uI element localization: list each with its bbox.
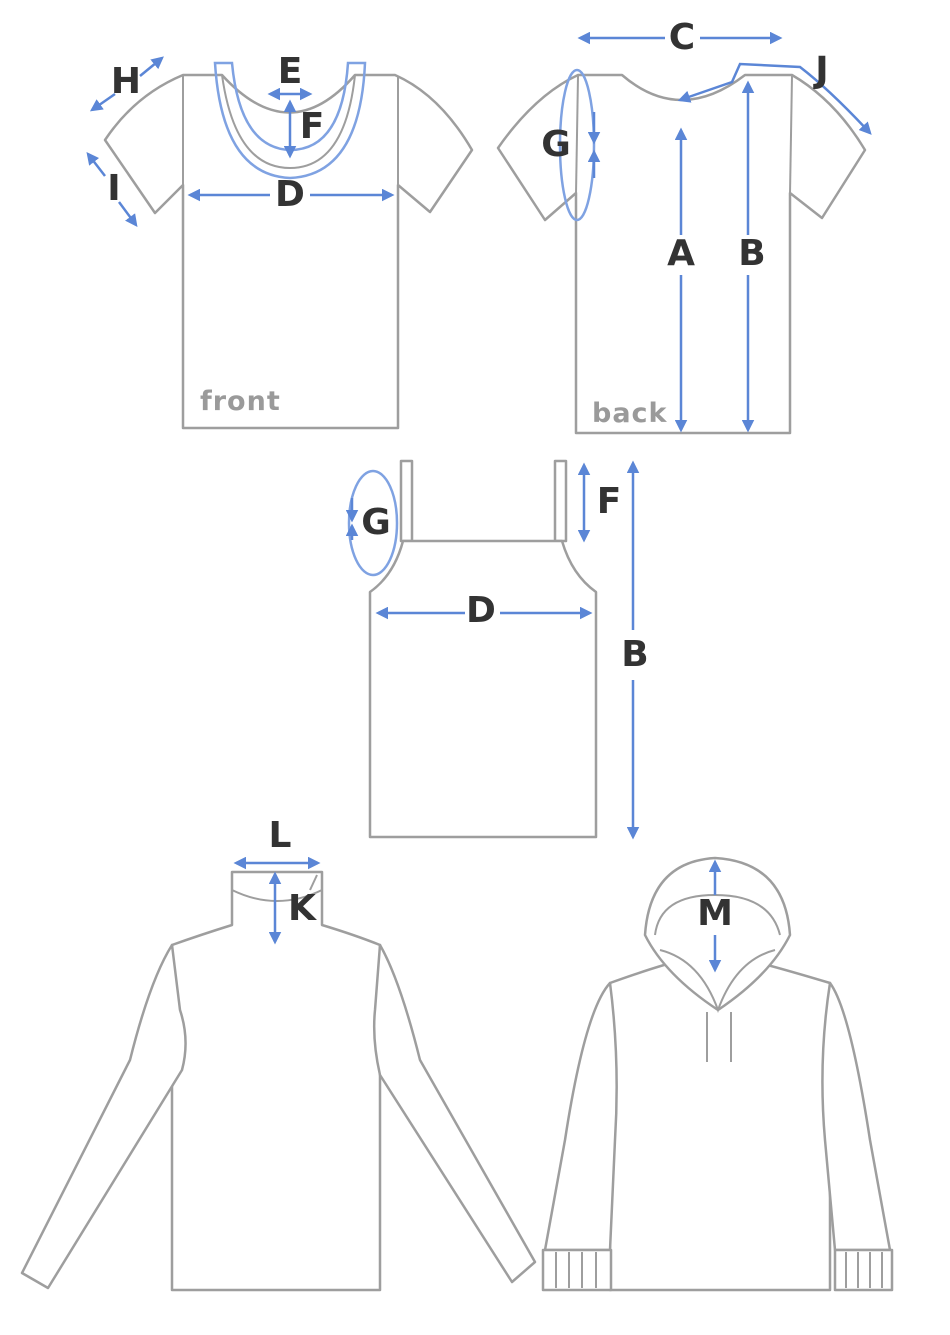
hoodie-sleeve-right <box>821 981 892 1252</box>
measure-h-arrow-upper <box>139 56 164 77</box>
turtleneck-body <box>170 870 382 1292</box>
tshirt-front-neckline <box>221 74 356 170</box>
hoodie-cuff-ribbing <box>555 1252 883 1288</box>
measure-g-cami-loop <box>347 469 399 577</box>
camisole-body <box>368 539 598 839</box>
measure-i-label: I <box>107 168 120 209</box>
turtleneck: L K <box>20 815 537 1292</box>
turtleneck-collar-crease <box>309 874 318 891</box>
measure-g-label: G <box>541 124 571 165</box>
measure-e-label: E <box>278 51 303 92</box>
hoodie: M <box>541 856 894 1292</box>
turtleneck-sleeve-right <box>372 943 537 1284</box>
hoodie-cuff-left <box>541 1248 613 1292</box>
measure-d-cami-label: D <box>466 590 496 631</box>
tshirt-front-neckline-highlight <box>213 61 367 180</box>
hoodie-hood <box>643 856 792 1012</box>
back-view-label: back <box>592 398 668 429</box>
tshirt-back-armhole-left <box>575 75 579 195</box>
measure-i-arrow-lower <box>117 201 138 228</box>
tshirt-front-body <box>103 73 474 430</box>
measure-b-cami-label: B <box>621 634 648 675</box>
measure-h-label: H <box>111 61 141 102</box>
measure-m-label: M <box>697 893 733 934</box>
tshirt-front: H I E F D front <box>86 51 474 430</box>
hoodie-cuff-right <box>833 1248 894 1292</box>
measure-a-label: A <box>667 233 695 274</box>
measure-h-arrow-lower <box>89 92 116 112</box>
hoodie-sleeve-left <box>543 981 618 1252</box>
measure-l-label: L <box>269 815 292 856</box>
turtleneck-sleeve-left <box>20 943 187 1290</box>
measure-j-label: J <box>812 50 828 91</box>
measure-d-label: D <box>275 174 305 215</box>
measure-g-cami-label: G <box>361 502 391 543</box>
hoodie-hood-opening <box>659 949 776 1013</box>
camisole-strap-right <box>553 459 568 543</box>
camisole: G F D B <box>345 459 649 840</box>
measure-c-label: C <box>669 17 695 58</box>
measure-i-arrow-upper <box>86 152 106 177</box>
camisole-strap-left <box>399 459 414 543</box>
measure-b-label: B <box>738 233 765 274</box>
measure-j-arrow <box>677 62 872 135</box>
measure-k-label: K <box>288 888 317 929</box>
measure-f-label: F <box>300 106 325 147</box>
measure-f-cami-label: F <box>597 481 622 522</box>
tshirt-back: C J G A B back <box>496 17 872 435</box>
front-view-label: front <box>200 386 281 417</box>
measure-g-loop <box>558 68 596 222</box>
